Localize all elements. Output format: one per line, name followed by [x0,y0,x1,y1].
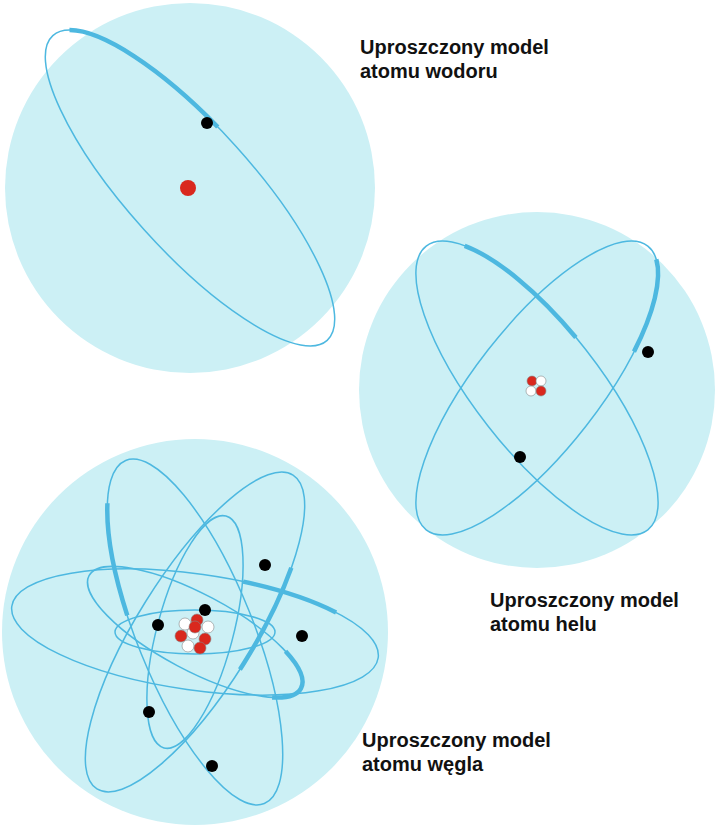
electron [201,117,213,129]
electron [514,451,526,463]
atom-sphere [359,212,715,568]
carbon-atom [2,439,388,826]
electron [642,346,654,358]
orbit [7,0,373,382]
atom-sphere [5,3,375,373]
orbit-trail [377,208,696,568]
caption-label: Uproszczony model atomu helu [490,588,695,636]
hydrogen-atom [5,0,375,382]
orbit-trail [377,208,696,568]
atom-sphere [2,439,388,825]
orbit [377,208,696,568]
orbit-trail [7,0,373,382]
caption-label: Uproszczony model atomu wodoru [360,35,565,83]
caption-label: Uproszczony model atomu węgla [362,728,567,776]
nucleus [180,180,196,196]
nucleus [526,376,546,396]
orbit [377,208,696,568]
helium-atom [359,208,715,568]
nucleus [175,614,214,654]
